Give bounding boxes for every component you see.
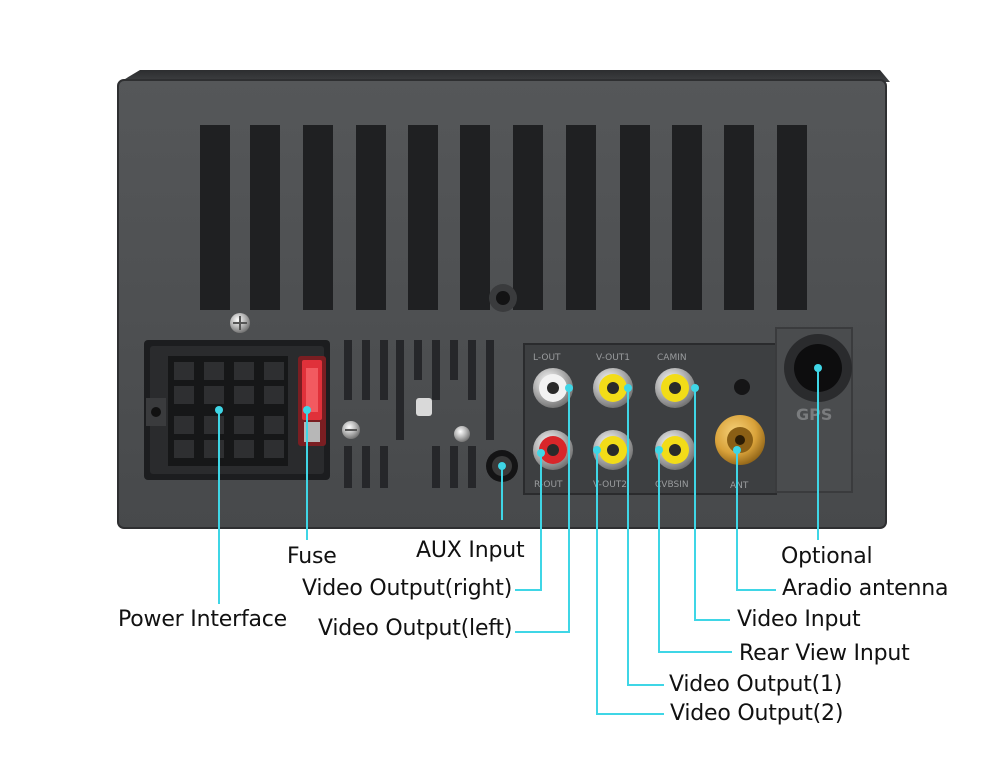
callout-video-output-right: Video Output(right) — [302, 576, 513, 601]
callout-dots — [215, 364, 822, 470]
callout-line-video-input — [694, 388, 730, 621]
callout-line-rear-view — [658, 450, 732, 653]
panel-hole — [734, 379, 750, 395]
callout-line-video-right — [515, 453, 542, 591]
callout-power-interface: Power Interface — [118, 607, 288, 632]
port-label-v-out1: V-OUT1 — [596, 353, 630, 363]
fuse — [298, 356, 326, 446]
gps-port — [775, 327, 853, 493]
screw — [342, 421, 360, 439]
callout-fuse: Fuse — [287, 544, 337, 569]
callout-aradio-antenna: Aradio antenna — [782, 576, 949, 601]
callout-line-video-left — [515, 388, 570, 633]
port-label-gps: GPS — [796, 405, 832, 424]
rca-jack-yellow — [655, 368, 695, 408]
port-label-cam-in: CAMIN — [657, 353, 687, 363]
callout-optional: Optional — [781, 544, 873, 569]
rca-jack-yellow — [593, 368, 633, 408]
callout-video-output-1: Video Output(1) — [669, 672, 843, 697]
port-label-r-out: R-OUT — [534, 480, 563, 490]
callout-line-antenna — [736, 450, 776, 591]
callout-lines — [218, 368, 819, 715]
screw — [230, 313, 250, 333]
port-label-v-out2: V-OUT2 — [593, 480, 627, 490]
power-connector — [144, 340, 330, 480]
rca-jack-yellow — [593, 430, 633, 470]
rca-jack-white — [533, 368, 573, 408]
port-label-ant: ANT — [730, 481, 749, 491]
callout-video-output-2: Video Output(2) — [670, 701, 844, 726]
vent-slots — [344, 340, 494, 488]
callout-aux-input: AUX Input — [416, 538, 525, 563]
rca-jack-yellow — [655, 430, 695, 470]
callout-video-output-left: Video Output(left) — [318, 616, 513, 641]
heat-sink-fins — [200, 125, 807, 310]
mounting-hole — [489, 284, 517, 312]
port-label-cvbs-in: CVBSIN — [655, 480, 689, 490]
callout-rear-view-input: Rear View Input — [739, 641, 910, 666]
callout-line-video-1 — [627, 388, 664, 686]
callout-line-video-2 — [596, 450, 664, 715]
callout-video-input: Video Input — [737, 607, 861, 632]
screw — [454, 426, 470, 442]
rca-jack-red — [533, 430, 573, 470]
antenna-jack — [715, 415, 765, 465]
port-label-l-out: L-OUT — [533, 353, 561, 363]
